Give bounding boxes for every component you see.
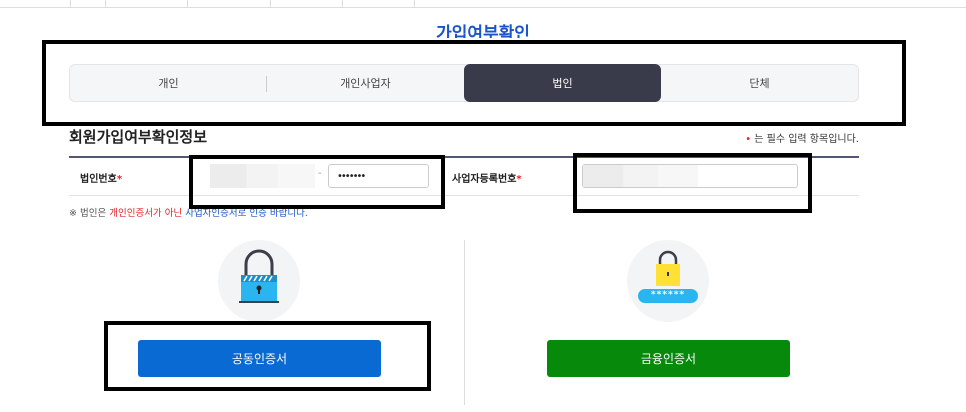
padlock-password-icon (638, 250, 698, 303)
annotation-box-joint-cert (104, 321, 431, 391)
tab-individual[interactable]: 개인 (70, 65, 267, 101)
required-star: * (516, 174, 522, 185)
required-mark: • (745, 134, 752, 145)
password-mask: ****** (650, 290, 686, 300)
form-top-border (69, 156, 859, 158)
business-reg-input[interactable] (582, 164, 798, 188)
tab-group[interactable]: 단체 (749, 77, 770, 90)
section-heading: 회원가입여부확인정보 (69, 128, 208, 146)
required-star: * (116, 174, 123, 185)
top-nav-divider (105, 0, 106, 7)
tab-corporation[interactable]: 법인 (464, 64, 661, 102)
top-nav-divider (414, 0, 415, 7)
business-reg-label: 사업자등록번호* (452, 170, 522, 185)
top-nav-border (0, 7, 966, 8)
required-note: • 는 필수 입력 항목입니다. (745, 130, 859, 145)
annotation-box-business-reg (573, 153, 812, 213)
financial-cert-button[interactable]: 금융인증서 (547, 340, 790, 377)
label-text: 사업자등록번호 (452, 174, 517, 185)
top-nav-divider (187, 0, 188, 7)
notice-highlight: 개인인증서가 아닌 (109, 208, 183, 219)
joint-cert-button[interactable]: 공동인증서 (138, 340, 381, 377)
tab-sole-proprietor[interactable]: 개인사업자 (340, 77, 391, 90)
vertical-divider (464, 240, 465, 405)
corp-number-label: 법인번호* (80, 170, 122, 185)
required-note-text: 는 필수 입력 항목입니다. (751, 134, 859, 145)
corp-number-suffix-input[interactable]: ••••••• (328, 164, 429, 188)
corp-notice: ※ 법인은 개인인증서가 아닌 사업자인증서로 인증 바랍니다. (69, 205, 308, 219)
annotation-box-corp-number (189, 155, 445, 209)
top-nav-divider (270, 0, 271, 7)
financial-cert-icon-bg: ****** (627, 240, 709, 322)
annotation-box-tabs (42, 40, 906, 126)
corp-number-separator: - (318, 168, 322, 179)
member-type-tabs: 개인 개인사업자 법인 단체 (69, 64, 859, 102)
padlock-icon (239, 249, 279, 303)
top-nav-divider (342, 0, 343, 7)
masked-value (583, 165, 698, 187)
form-bottom-border (69, 195, 859, 196)
notice-text: ※ 법인은 (69, 208, 110, 219)
notice-text-blue: 사업자인증서로 인증 바랍니다. (182, 208, 308, 219)
page-title: 가입여부확인 (436, 24, 530, 38)
label-text: 법인번호 (80, 174, 117, 185)
corp-number-prefix-input[interactable] (210, 164, 315, 188)
joint-cert-icon-bg (218, 240, 300, 322)
top-nav-divider (70, 0, 71, 7)
